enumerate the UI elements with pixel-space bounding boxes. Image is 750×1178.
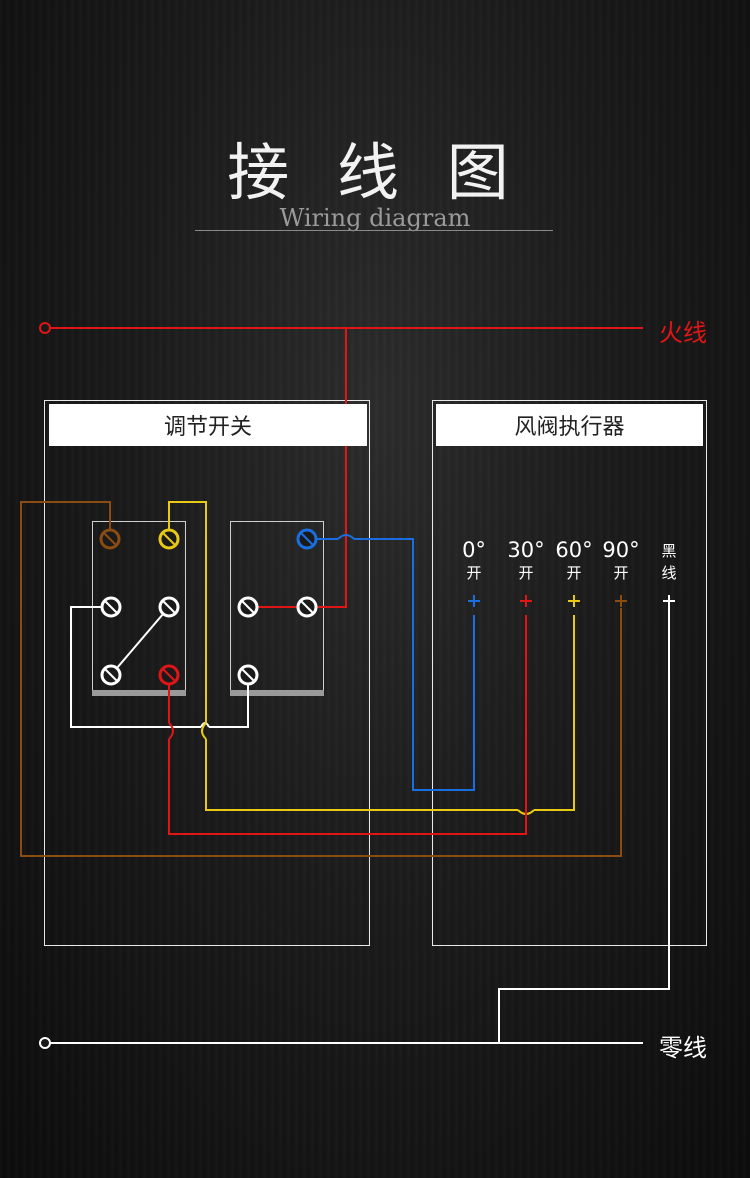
actuator-terminal-0 bbox=[468, 595, 480, 607]
terminal-white-left-mid bbox=[100, 596, 122, 618]
live-wire-terminal bbox=[39, 322, 51, 334]
terminal-label-0: 0° 开 bbox=[449, 538, 499, 584]
page-title: 接 线 图 bbox=[227, 136, 523, 209]
switch-box-title: 调节开关 bbox=[49, 404, 367, 446]
terminal-label-90-angle: 90° bbox=[602, 538, 640, 562]
terminal-label-30: 30° 开 bbox=[501, 538, 551, 584]
terminal-white-right-right bbox=[296, 596, 318, 618]
switch-box-frame bbox=[44, 400, 370, 946]
terminal-red bbox=[158, 664, 180, 686]
yellow-wire bbox=[168, 501, 575, 815]
terminal-label-0-angle: 0° bbox=[462, 538, 486, 562]
red-30-wire bbox=[168, 615, 527, 835]
page-subtitle: Wiring diagram bbox=[279, 204, 471, 232]
live-wire-label: 火线 bbox=[659, 319, 707, 347]
switch-plate-right-base bbox=[230, 690, 324, 696]
neutral-wire bbox=[50, 604, 670, 1044]
neutral-wire-label: 零线 bbox=[659, 1034, 707, 1062]
terminal-label-90-text: 开 bbox=[613, 564, 629, 582]
terminal-label-30-text: 开 bbox=[518, 564, 534, 582]
terminal-label-60-angle: 60° bbox=[555, 538, 593, 562]
neutral-wire-terminal bbox=[39, 1037, 51, 1049]
terminal-label-black: 黑 线 bbox=[644, 540, 694, 584]
actuator-terminal-90 bbox=[615, 595, 627, 607]
terminal-brown bbox=[99, 528, 121, 550]
terminal-white-right-mid bbox=[158, 596, 180, 618]
terminal-blue bbox=[296, 528, 318, 550]
switch-plate-left-base bbox=[92, 690, 186, 696]
terminal-white-left-bottom bbox=[100, 664, 122, 686]
subtitle-underline bbox=[195, 230, 553, 231]
actuator-terminal-30 bbox=[520, 595, 532, 607]
terminal-white-right-left bbox=[237, 596, 259, 618]
terminal-label-black-line1: 黑 bbox=[661, 542, 677, 560]
terminal-label-60: 60° 开 bbox=[549, 538, 599, 584]
white-internal-wire bbox=[70, 606, 249, 728]
terminal-yellow bbox=[158, 528, 180, 550]
terminal-label-90: 90° 开 bbox=[596, 538, 646, 584]
terminal-label-0-text: 开 bbox=[466, 564, 482, 582]
actuator-box-title: 风阀执行器 bbox=[436, 404, 703, 446]
actuator-box-frame bbox=[432, 400, 707, 946]
actuator-terminal-black bbox=[663, 595, 675, 607]
terminal-label-60-text: 开 bbox=[566, 564, 582, 582]
terminal-label-30-angle: 30° bbox=[507, 538, 545, 562]
brown-wire bbox=[20, 501, 622, 857]
terminal-label-black-line2: 线 bbox=[661, 564, 677, 582]
terminal-white-right-bottom bbox=[237, 664, 259, 686]
actuator-terminal-60 bbox=[568, 595, 580, 607]
